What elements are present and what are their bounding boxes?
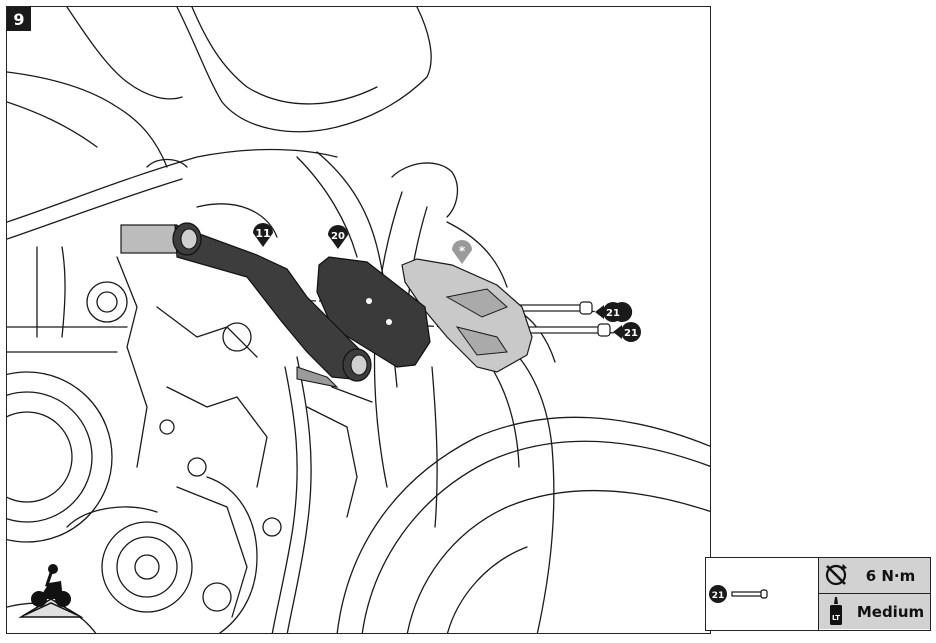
step-number-badge: 9: [7, 7, 31, 31]
bolt-21-upper: [484, 301, 593, 315]
callout-part-11: 11: [253, 223, 273, 247]
callout-label-11: 11: [255, 227, 270, 240]
callout-label-star: *: [459, 244, 466, 258]
spec-table: 21 6 N·m LT Medium: [705, 557, 931, 631]
callout-part-21-lower: 21: [613, 322, 641, 342]
callout-label-21-lower: 21: [624, 328, 638, 339]
spec-part-cell: 21: [706, 558, 818, 630]
protector-pad-part: [401, 258, 533, 373]
torque-value: 6 N·m: [865, 566, 916, 585]
torque-row: 6 N·m: [819, 558, 930, 594]
threadlock-icon-label: LT: [832, 614, 840, 622]
spacer-plate-part-20: [316, 256, 431, 368]
bolt-21-illustration: 21: [709, 585, 768, 603]
threadlock-bottle-icon: LT: [830, 597, 842, 625]
bracket-arm-part-11: [120, 222, 372, 388]
callout-part-star: *: [452, 240, 472, 264]
callout-part-20: 20: [328, 225, 348, 249]
threadlock-value: Medium: [856, 602, 925, 621]
bolt-21-lower: [526, 323, 611, 337]
threadlock-row: LT Medium: [819, 594, 930, 629]
motorcycle-workshop-icon: [18, 564, 84, 618]
spec-part-number: 21: [712, 591, 725, 601]
callout-part-21-upper: 21: [595, 302, 633, 322]
callout-label-20: 20: [331, 231, 345, 242]
assembly-illustration: 11 20 * 21 21: [6, 6, 711, 634]
motorcycle-line-drawing: 11 20 * 21 21: [7, 7, 710, 633]
torque-wrench-icon: [825, 564, 847, 586]
callout-label-21-upper: 21: [606, 308, 620, 319]
